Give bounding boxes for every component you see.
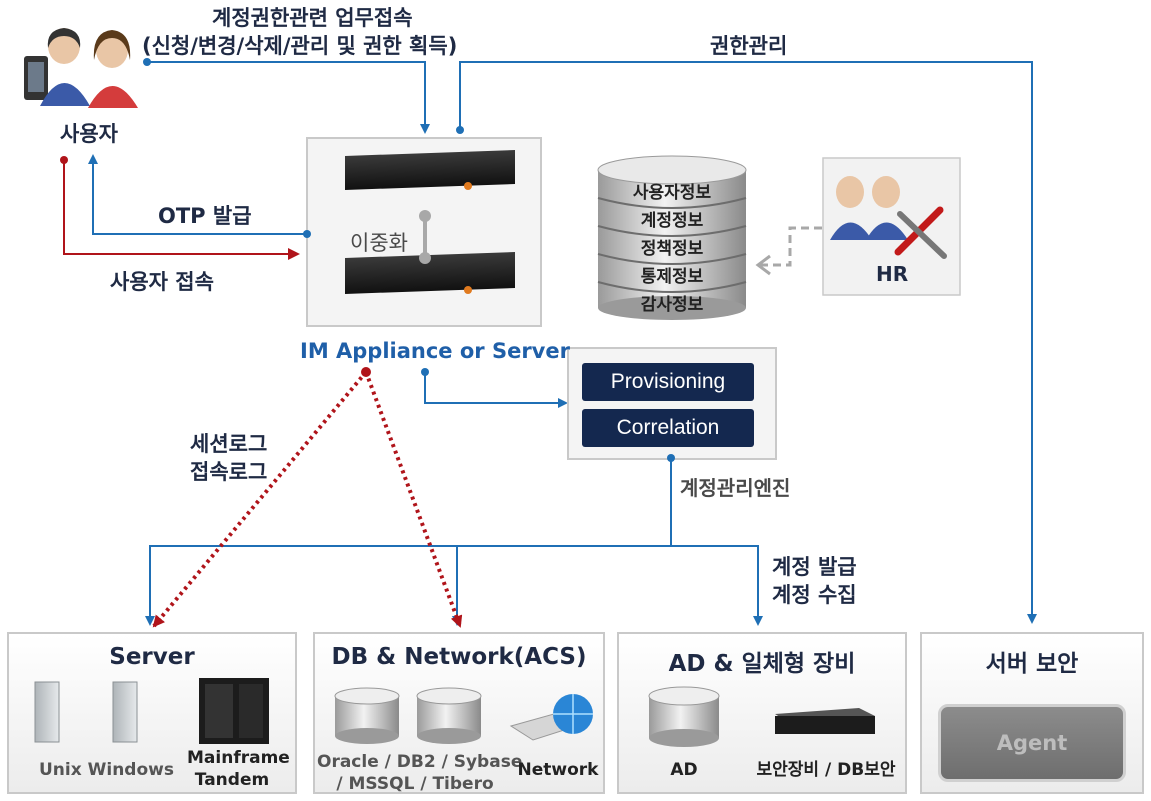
- dbnet-box: DB & Network(ACS) Oracle / DB2 / Sybase …: [313, 632, 605, 794]
- ad-icons: [648, 686, 875, 747]
- server-box-title: Server: [109, 644, 195, 670]
- dbnet-cap-line2: / MSSQL / Tibero: [336, 774, 494, 794]
- dbnet-icons: [334, 687, 593, 744]
- session-log-label: 세션로그: [190, 432, 268, 456]
- hr-tools-icon: [894, 206, 947, 259]
- agent-block: Agent: [938, 704, 1126, 782]
- db-stack-item: 사용자정보: [632, 183, 712, 203]
- db-stack-item: 통제정보: [640, 267, 704, 287]
- server-cap-mainframe: Mainframe: [187, 748, 290, 768]
- ad-cap-security: 보안장비 / DB보안: [756, 760, 896, 780]
- dbnet-cap-network: Network: [517, 760, 599, 780]
- dbnet-box-title: DB & Network(ACS): [331, 644, 587, 670]
- rights-mgmt-label: 권한관리: [710, 34, 788, 58]
- account-issue-label: 계정 발급: [772, 555, 857, 579]
- appliance-label: IM Appliance or Server: [300, 339, 570, 363]
- db-stack-item: 감사정보: [640, 295, 704, 315]
- correlation-item: Correlation: [582, 409, 754, 447]
- user-people-icon: [24, 28, 138, 108]
- dbnet-cap-line1: Oracle / DB2 / Sybase: [317, 752, 523, 772]
- sec-box-title: 서버 보안: [985, 651, 1079, 677]
- hr-people-icon: [830, 176, 908, 240]
- db-stack-cylinder: [597, 155, 747, 320]
- provisioning-item: Provisioning: [582, 363, 754, 401]
- engine-panel: Provisioning Correlation: [568, 348, 776, 459]
- user-access-label: 사용자 접속: [110, 270, 214, 294]
- db-stack-labels: 사용자정보 계정정보 정책정보 통제정보 감사정보: [598, 180, 746, 320]
- account-collect-label: 계정 수집: [772, 583, 857, 607]
- request-label-line1: 계정권한관련 업무접속: [212, 6, 413, 30]
- db-stack-item: 계정정보: [640, 211, 704, 231]
- redundancy-label: 이중화: [350, 231, 408, 255]
- otp-label: OTP 발급: [158, 204, 252, 228]
- hr-label: HR: [876, 262, 909, 286]
- request-label-line2: (신청/변경/삭제/관리 및 권한 획득): [142, 34, 458, 58]
- appliance-server-bottom: [345, 252, 515, 294]
- server-cap-unix: Unix Windows: [39, 760, 174, 780]
- access-log-label: 접속로그: [190, 460, 268, 484]
- server-cap-tandem: Tandem: [194, 770, 270, 790]
- ad-box-title: AD & 일체형 장비: [668, 651, 856, 677]
- user-label: 사용자: [60, 122, 118, 146]
- appliance-server-top: [345, 150, 515, 190]
- server-icons: [34, 678, 269, 744]
- server-box: Server Unix Windows Mainframe Tandem: [7, 632, 297, 794]
- db-stack-item: 정책정보: [640, 239, 704, 259]
- ad-cap-ad: AD: [670, 760, 698, 780]
- engine-label: 계정관리엔진: [680, 476, 791, 500]
- sec-box: 서버 보안 Agent: [920, 632, 1144, 794]
- ad-box: AD & 일체형 장비 AD 보안장비 / DB보안: [617, 632, 907, 794]
